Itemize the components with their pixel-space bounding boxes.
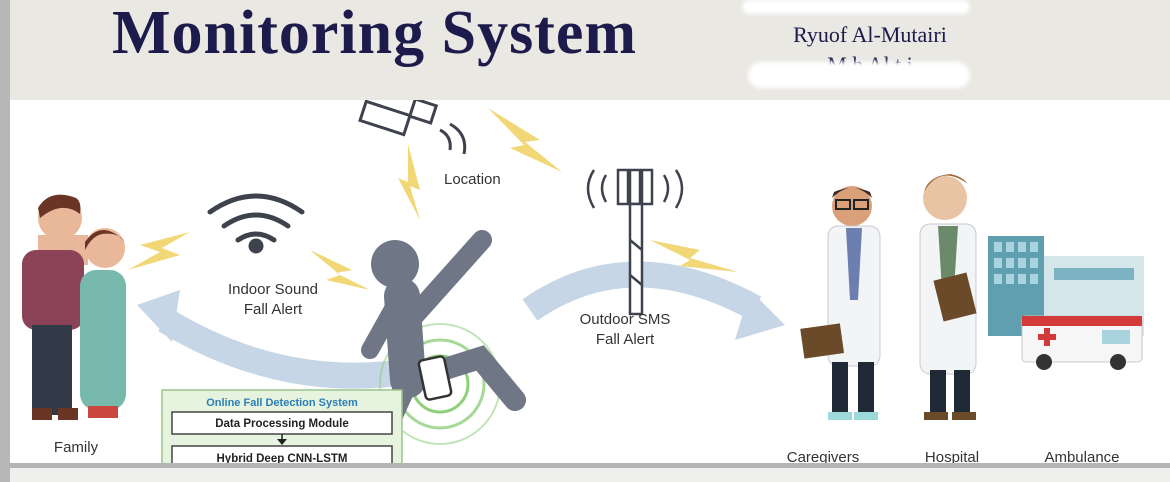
- family-illustration: [22, 194, 126, 420]
- label-outdoor-line2: Fall Alert: [596, 331, 655, 348]
- ambulance-icon: [1021, 315, 1143, 370]
- caregiver-illustration: [800, 186, 881, 420]
- hospital-doctor-illustration: [919, 174, 977, 420]
- satellite-icon: [358, 100, 467, 155]
- cell-tower-icon: [586, 168, 684, 316]
- label-family: Family: [54, 439, 99, 456]
- left-curved-arrow: [137, 290, 407, 389]
- label-ambulance: Ambulance: [1044, 449, 1119, 464]
- fall-alert-diagram: Location Indoor Sound Fall Alert Outdoor…: [10, 100, 1170, 464]
- slide-title: Monitoring System: [112, 0, 638, 67]
- redaction-blur-top: [742, 0, 970, 14]
- bottom-strip: [10, 468, 1170, 482]
- label-outdoor-line1: Outdoor SMS: [580, 311, 671, 328]
- module-data-processing: Data Processing Module: [215, 418, 349, 430]
- label-location: Location: [444, 171, 501, 188]
- author-name: Ryuof Al-Mutairi: [793, 22, 947, 47]
- label-indoor-line1: Indoor Sound: [228, 281, 318, 298]
- redaction-blur-bottom: [748, 62, 970, 88]
- label-indoor-line2: Fall Alert: [244, 301, 303, 318]
- right-curved-arrow: [522, 261, 785, 340]
- detection-system-panel: Online Fall Detection System Data Proces…: [161, 389, 403, 464]
- label-hospital: Hospital: [925, 449, 979, 464]
- system-title: Online Fall Detection System: [206, 397, 358, 409]
- module-cnn-lstm: Hybrid Deep CNN-LSTM: [217, 453, 348, 464]
- label-caregivers: Caregivers: [787, 449, 860, 464]
- bottom-divider: [10, 463, 1170, 468]
- left-edge-bar: [0, 0, 10, 482]
- lightning-bolts: [128, 108, 738, 290]
- wifi-icon: [207, 193, 305, 254]
- phone-icon: [417, 355, 453, 401]
- slide-header: [0, 0, 1170, 100]
